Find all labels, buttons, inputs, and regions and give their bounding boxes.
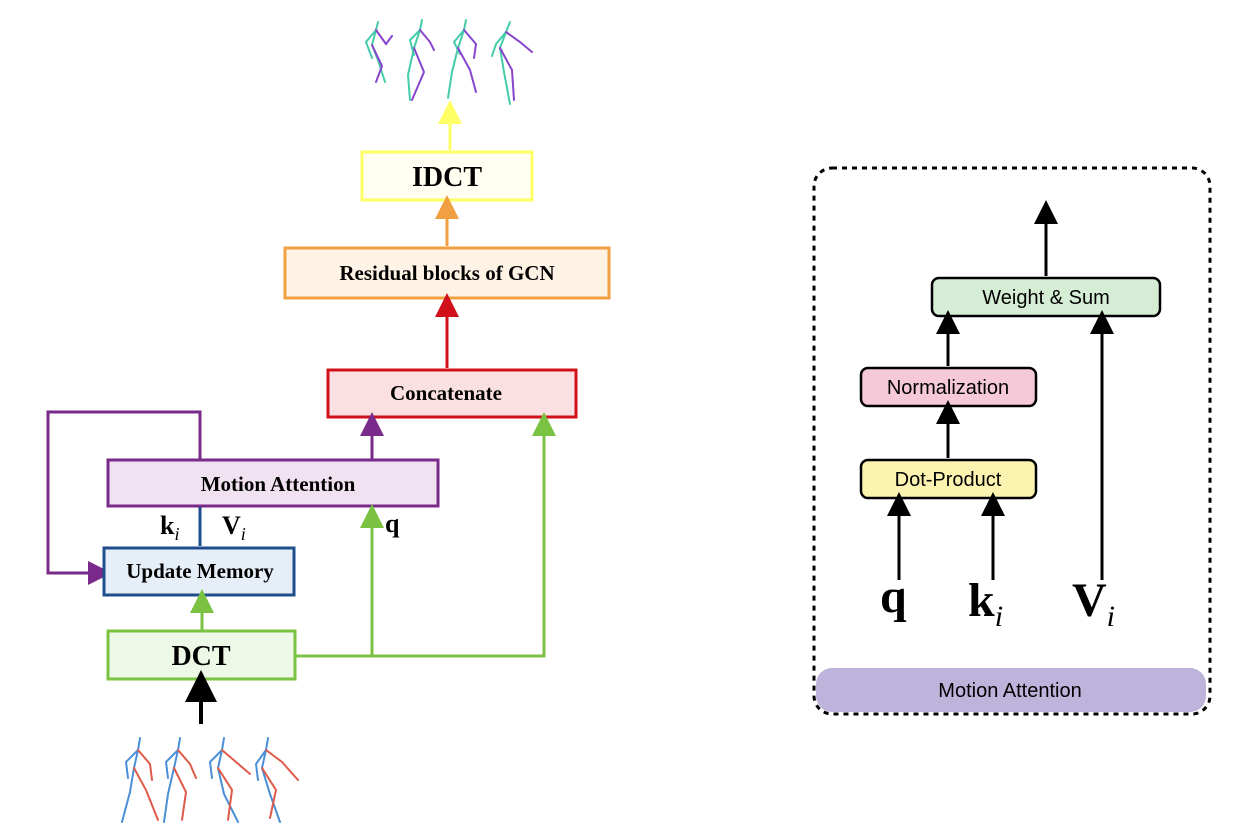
residual-blocks-label: Residual blocks of GCN [339,261,554,285]
arrow-dct-to-query [295,504,384,658]
left-value-label: Vi [222,511,246,544]
output-pose-3 [447,19,478,99]
residual-blocks-box [283,246,611,300]
concatenate-box [326,368,578,419]
input-pose-1 [121,737,159,823]
input-pose-4 [254,737,299,823]
right-value-label: Vi [1072,574,1115,633]
motion-attention-caption: Motion Attention [938,680,1081,702]
update-memory-label: Update Memory [126,559,274,583]
update-memory-box [102,546,296,597]
memory-feedback-arrow [46,410,202,585]
motion-attention-detail-frame [812,166,1212,716]
dct-label: DCT [171,641,230,672]
weight-sum-label: Weight & Sum [982,287,1109,309]
input-poses-icon [121,737,299,823]
left-key-label: ki [160,511,179,544]
normalization-label: Normalization [887,377,1009,399]
input-pose-2 [163,737,197,823]
dot-product-box [859,458,1038,500]
dot-product-label: Dot-Product [895,469,1002,491]
output-pose-1 [364,21,393,83]
arrow-dct-to-concat [372,412,556,658]
right-query-label: q [880,570,907,623]
output-poses-icon [364,19,533,105]
motion-attention-label: Motion Attention [201,472,356,496]
motion-attention-caption-bar [816,668,1206,712]
output-pose-4 [491,21,533,105]
concatenate-label: Concatenate [390,381,502,405]
right-key-label: ki [968,574,1003,633]
input-pose-3 [208,737,251,823]
weight-sum-box [930,276,1162,318]
motion-attention-box [106,458,440,508]
left-query-label: q [385,509,400,538]
output-pose-2 [406,19,435,101]
idct-label: IDCT [412,162,482,193]
